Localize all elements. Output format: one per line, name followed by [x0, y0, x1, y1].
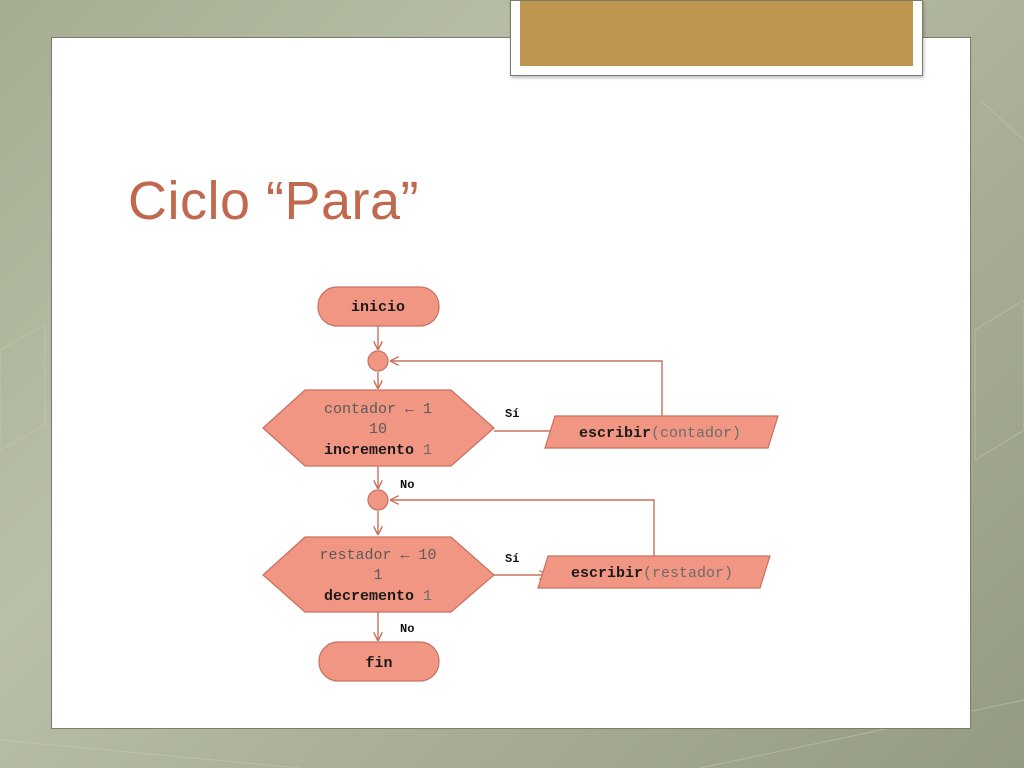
start-label: inicio — [351, 299, 405, 316]
loop2-init-text: restador ← 10 — [319, 547, 436, 564]
loop1-init-text: contador ← 1 — [324, 401, 432, 418]
loop1-junction-node — [367, 350, 389, 372]
end-terminal — [318, 641, 440, 682]
loop1-step-line: incremento 1 — [324, 442, 432, 459]
loop1-step-keyword: incremento — [324, 442, 414, 459]
loop1-step-value: 1 — [423, 442, 432, 459]
title-accent-tab — [510, 0, 923, 76]
loop2-action-text: escribir(restador) — [571, 565, 733, 582]
loop1-yes-label: Sí — [505, 407, 519, 421]
loop2-step-line: decremento 1 — [324, 588, 432, 605]
loop2-no-label: No — [400, 622, 414, 636]
loop2-junction-node — [367, 489, 389, 511]
slide-canvas — [51, 37, 971, 729]
loop2-action-keyword: escribir — [571, 565, 643, 582]
loop2-yes-label: Sí — [505, 552, 519, 566]
loop1-limit-text: 10 — [369, 421, 387, 438]
loop2-action-arg: (restador) — [643, 565, 733, 582]
connector-loop1-return — [390, 361, 663, 416]
loop1-action-arg: (contador) — [651, 425, 741, 442]
start-terminal — [317, 286, 440, 327]
loop1-output-parallelogram — [544, 415, 779, 449]
end-label: fin — [365, 655, 392, 672]
loop1-action-keyword: escribir — [579, 425, 651, 442]
page-title: Ciclo “Para” — [128, 171, 420, 231]
loop1-hexagon — [262, 389, 495, 467]
loop2-output-parallelogram — [537, 555, 771, 589]
title-accent-bar — [520, 1, 913, 66]
loop2-step-keyword: decremento — [324, 588, 414, 605]
loop2-hexagon — [262, 536, 495, 613]
loop1-no-label: No — [400, 478, 414, 492]
loop1-action-text: escribir(contador) — [579, 425, 741, 442]
loop2-limit-text: 1 — [373, 567, 382, 584]
loop2-step-value: 1 — [423, 588, 432, 605]
connector-loop2-return — [390, 500, 655, 556]
